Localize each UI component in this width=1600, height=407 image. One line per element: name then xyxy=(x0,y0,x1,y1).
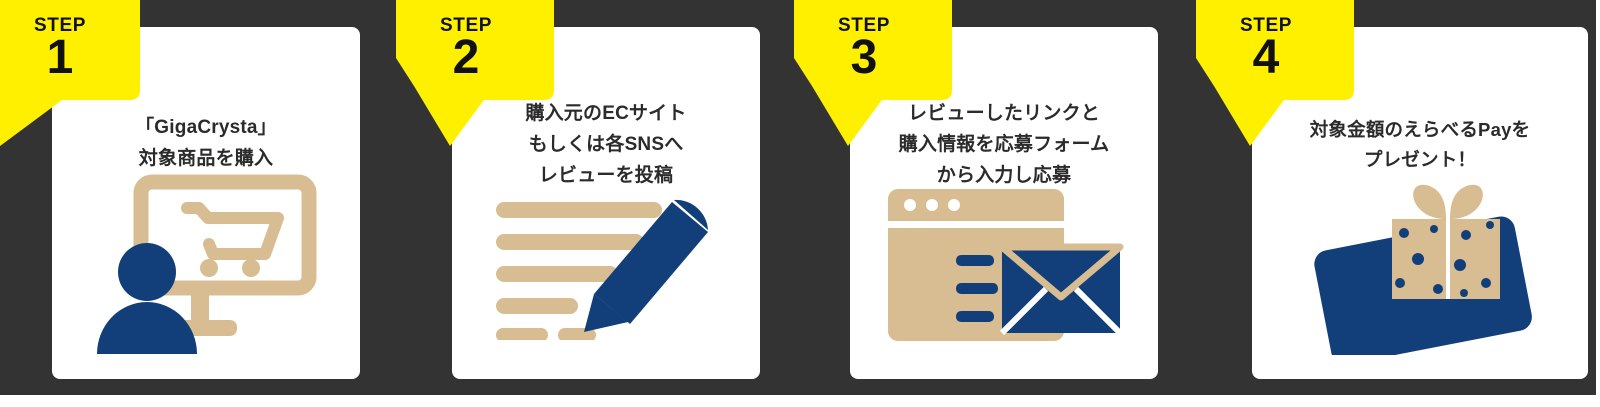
step-1-ribbon-shape xyxy=(0,0,140,146)
step-4-line-2: プレゼント！ xyxy=(1363,148,1477,170)
step-3-line-2: 購入情報を応募フォーム xyxy=(898,133,1110,155)
shopper-monitor-cart-icon xyxy=(97,174,317,354)
step-1-line-2: 対象商品を購入 xyxy=(138,147,274,169)
step-3-ribbon-shape xyxy=(794,0,952,146)
step-2-line-2: もしくは各SNSへ xyxy=(528,133,684,155)
step-3-line-1: レビューしたリンクと xyxy=(907,103,1100,124)
step-2-ribbon-shape xyxy=(396,0,554,146)
step-4-icon-wrap xyxy=(1252,162,1588,367)
step-2-line-1: 購入元のECサイト xyxy=(525,103,687,124)
step-3-line-3: から入力し応募 xyxy=(936,164,1072,186)
review-pencil-icon xyxy=(496,199,708,340)
step-1-line-1: 「GigaCrysta」 xyxy=(135,117,277,138)
step-3-icon-wrap xyxy=(850,162,1158,367)
step-2-ribbon: STEP 2 xyxy=(378,0,554,146)
step-2-line-3: レビューを投稿 xyxy=(538,164,674,186)
step-3-text: レビューしたリンクと 購入情報を応募フォーム から入力し応募 xyxy=(850,99,1158,191)
step-1-icon-wrap xyxy=(52,162,360,367)
step-2-card: 購入元のECサイト もしくは各SNSへ レビューを投稿 xyxy=(452,27,760,379)
step-2-icon-wrap xyxy=(452,162,760,367)
step-2-text: 購入元のECサイト もしくは各SNSへ レビューを投稿 xyxy=(452,99,760,191)
step-1-text: 「GigaCrysta」 対象商品を購入 xyxy=(52,113,360,175)
step-3-card: レビューしたリンクと 購入情報を応募フォーム から入力し応募 xyxy=(850,27,1158,379)
step-4-ribbon-shape xyxy=(1196,0,1354,146)
browser-form-envelope-icon xyxy=(888,188,1124,341)
step-3-ribbon: STEP 3 xyxy=(776,0,952,146)
step-4-ribbon: STEP 4 xyxy=(1178,0,1354,146)
gift-card-present-icon xyxy=(1314,184,1532,355)
step-4-text: 対象金額のえらべるPayを プレゼント！ xyxy=(1252,115,1588,175)
step-1-ribbon: STEP 1 xyxy=(0,0,176,146)
step-4-line-1: 対象金額のえらべるPayを xyxy=(1309,119,1531,140)
